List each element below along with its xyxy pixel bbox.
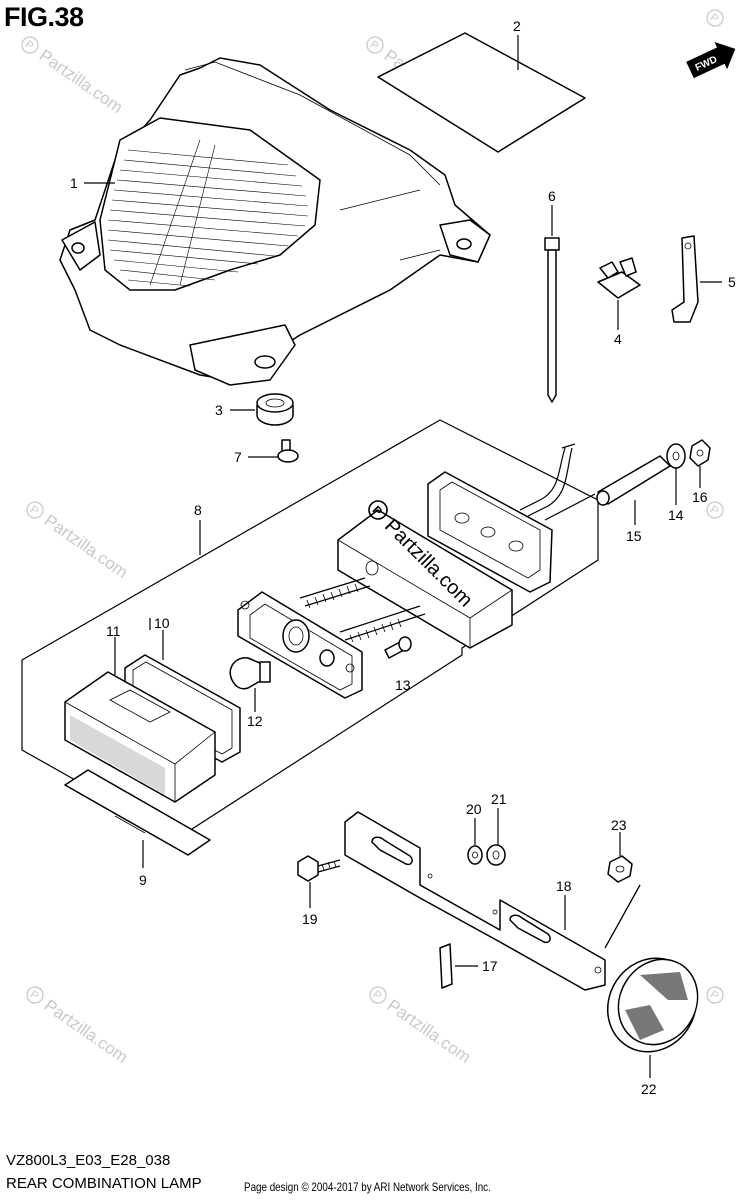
callout-8: 8 [194, 502, 202, 518]
svg-text:Partzilla.com: Partzilla.com [41, 996, 132, 1067]
vent-grille [107, 139, 309, 287]
callout-19: 19 [302, 911, 318, 927]
callout-4: 4 [614, 331, 622, 347]
callout-1: 1 [70, 175, 78, 191]
part-2-label [377, 32, 586, 153]
part-23-nut [607, 832, 633, 883]
svg-text:Partzilla.com: Partzilla.com [41, 511, 132, 582]
callout-13: 13 [395, 677, 411, 693]
watermark-bottom-right: P [706, 986, 724, 1004]
callout-3: 3 [215, 402, 223, 418]
callout-9: 9 [139, 872, 147, 888]
callout-17: 17 [482, 958, 498, 974]
part-13-screw [384, 636, 412, 659]
lamp-base-housing [237, 577, 426, 699]
diagram-caption: REAR COMBINATION LAMP [6, 1175, 202, 1192]
watermark-bottom-left: P Partzilla.com [26, 986, 132, 1067]
callout-23: 23 [611, 817, 627, 833]
part-3-grommet [230, 393, 294, 426]
cushion-block [337, 509, 513, 649]
part-6-cable-tie [544, 205, 560, 403]
part-22-reflector [604, 884, 699, 1078]
watermark-mid-left: P Partzilla.com [26, 501, 132, 582]
callout-14: 14 [668, 507, 684, 523]
part-14-washer [666, 443, 686, 505]
part-17-label [439, 943, 478, 989]
watermark-top-right: P [706, 9, 724, 27]
watermark-bottom-mid: P Partzilla.com [369, 986, 475, 1067]
part-5-band [671, 235, 722, 323]
part-1-tail-cover [59, 57, 491, 386]
copyright-notice: Page design © 2004-2017 by ARI Network S… [244, 1180, 491, 1194]
part-21-nut [486, 808, 506, 866]
part-11-lens [64, 637, 216, 803]
part-7-screw [248, 439, 299, 463]
forward-direction-badge: FWD [686, 42, 736, 79]
part-12-bulb [229, 657, 271, 712]
part-9-plate [64, 769, 211, 868]
part-4-clamp [597, 257, 641, 330]
mounting-gasket [427, 471, 553, 593]
callout-21: 21 [491, 791, 507, 807]
callout-22: 22 [641, 1081, 657, 1097]
watermark-top-left: P Partzilla.com [21, 36, 127, 117]
part-15-tube [596, 455, 671, 525]
callout-18: 18 [556, 878, 572, 894]
callout-labels: 1 2 3 4 5 6 7 8 9 10 11 12 13 14 15 16 1… [70, 18, 736, 1097]
callout-2: 2 [513, 18, 521, 34]
part-16-nut [689, 439, 711, 488]
callout-11: 11 [106, 623, 121, 639]
callout-5: 5 [728, 274, 736, 290]
callout-7: 7 [234, 449, 242, 465]
callout-20: 20 [466, 801, 482, 817]
wire-harness [519, 443, 596, 521]
callout-10: 10 [154, 615, 170, 631]
callout-16: 16 [692, 489, 708, 505]
callout-6: 6 [548, 188, 556, 204]
figure-title: FIG.38 [4, 2, 84, 32]
part-20-washer [467, 818, 483, 865]
svg-text:Partzilla.com: Partzilla.com [384, 996, 475, 1067]
callout-12: 12 [247, 713, 263, 729]
callout-15: 15 [626, 528, 642, 544]
diagram-code: VZ800L3_E03_E28_038 [6, 1152, 171, 1169]
svg-text:Partzilla.com: Partzilla.com [36, 46, 127, 117]
part-19-bolt [297, 855, 341, 908]
